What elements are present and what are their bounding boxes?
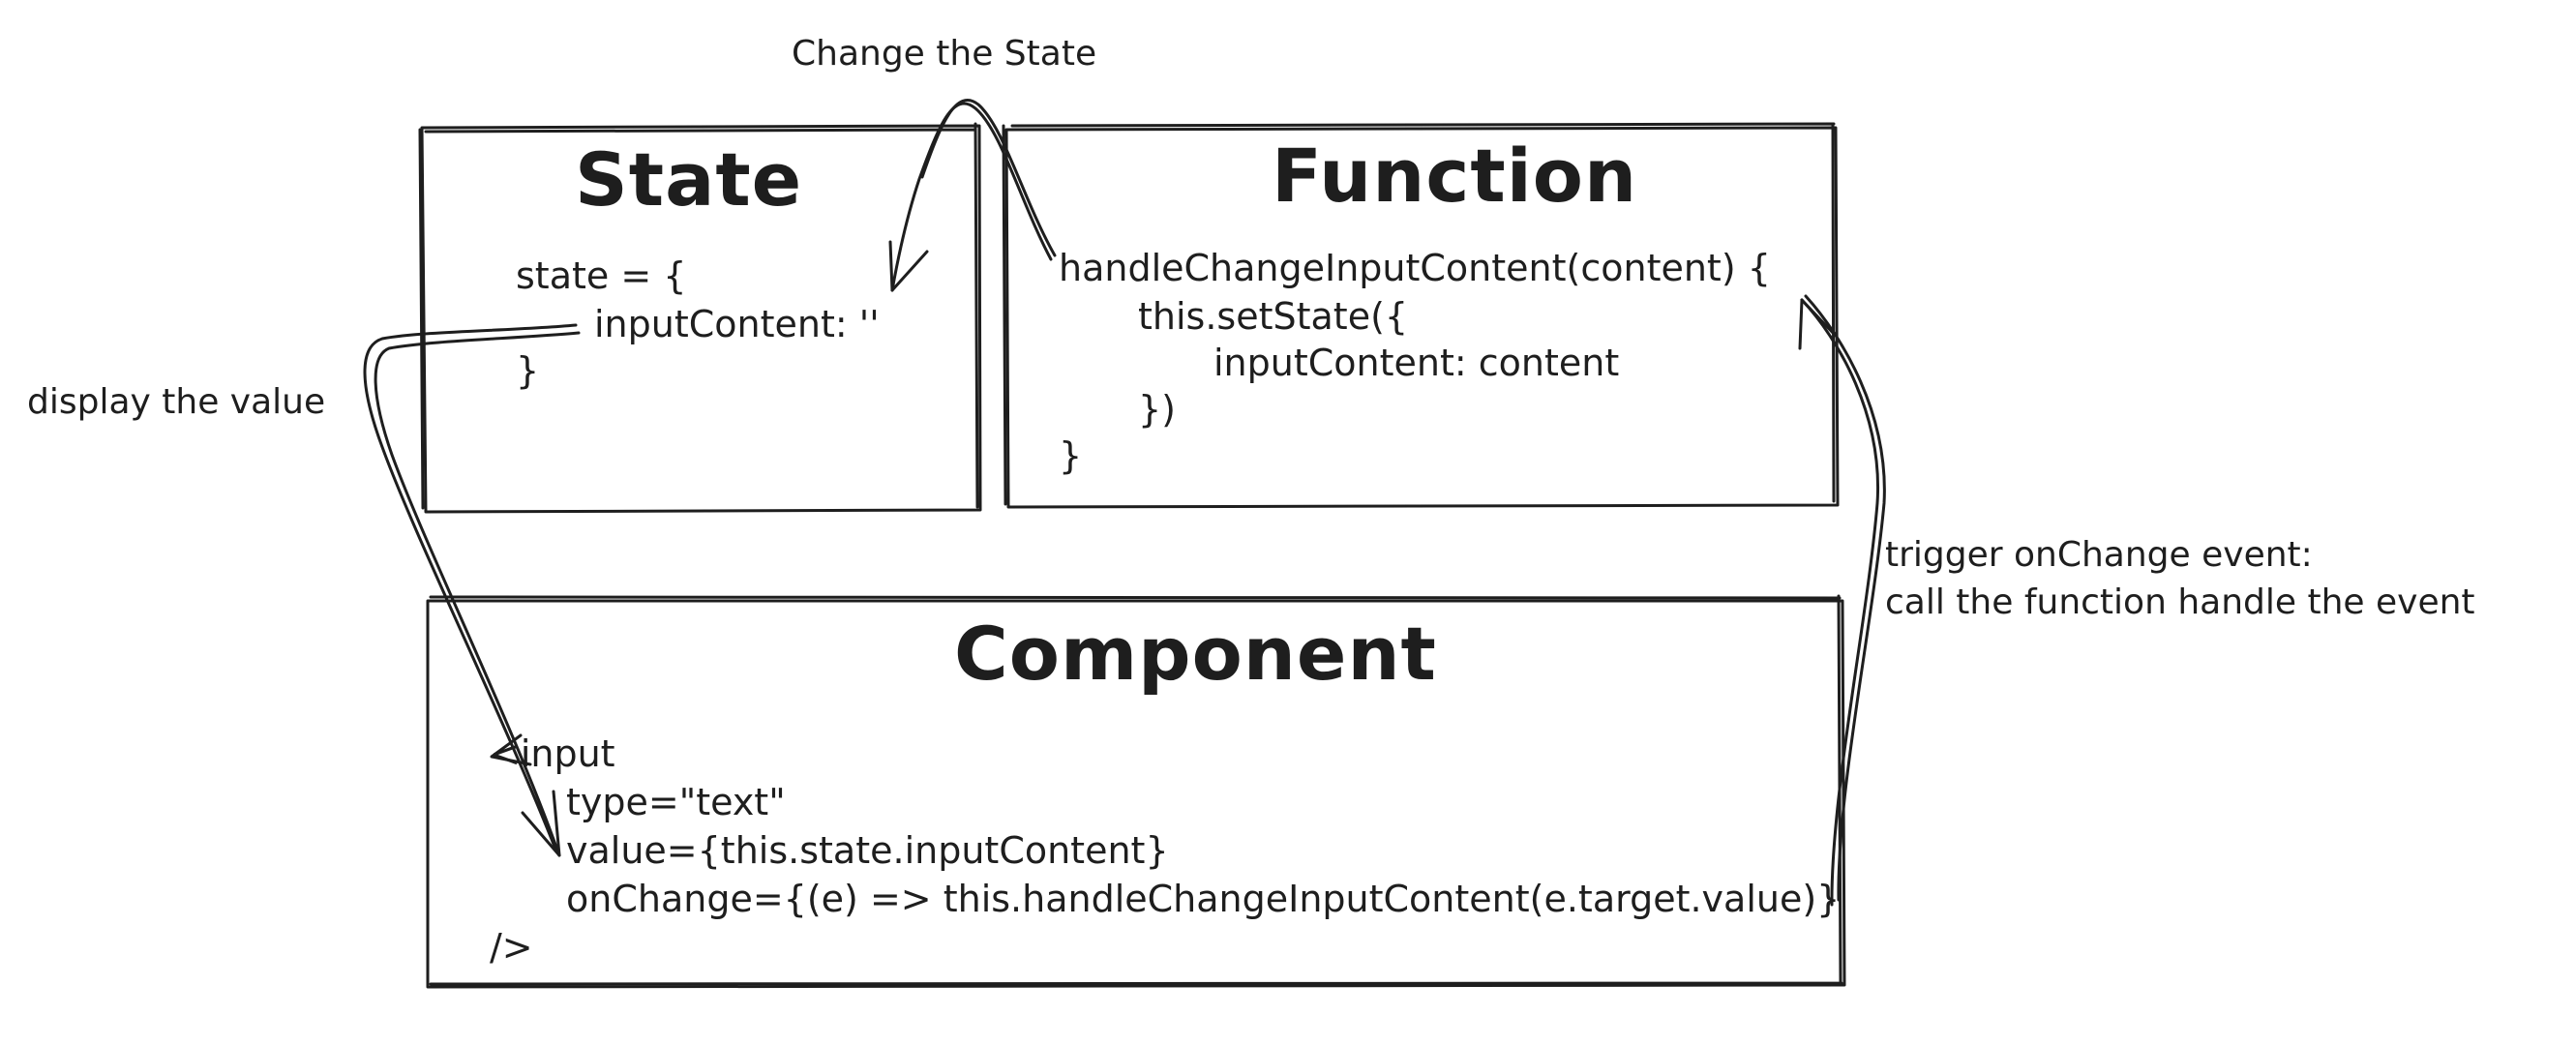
component-code-line-3: value={this.state.inputContent} bbox=[566, 829, 1169, 872]
state-code-line-3: } bbox=[516, 349, 540, 392]
state-box bbox=[418, 122, 982, 514]
component-title: Component bbox=[954, 611, 1437, 697]
trigger-label-line1: trigger onChange event: bbox=[1885, 535, 2313, 575]
function-code-line-3: inputContent: content bbox=[1213, 342, 1620, 384]
component-code-line-1: <input bbox=[490, 732, 615, 775]
trigger-arrow bbox=[1798, 294, 1886, 907]
state-code-line-2: inputContent: '' bbox=[594, 303, 880, 345]
function-code-line-2: this.setState({ bbox=[1138, 295, 1409, 338]
display-value-arrow bbox=[363, 323, 581, 857]
component-box bbox=[426, 594, 1846, 989]
component-code-line-2: type="text" bbox=[566, 781, 786, 823]
function-code-line-5: } bbox=[1059, 434, 1083, 477]
function-box bbox=[1002, 122, 1840, 509]
state-title: State bbox=[575, 136, 803, 223]
component-code-line-5: /> bbox=[490, 926, 533, 969]
function-code-line-1: handleChangeInputContent(content) { bbox=[1059, 247, 1771, 289]
component-code-line-4: onChange={(e) => this.handleChangeInputC… bbox=[566, 878, 1841, 920]
change-state-label: Change the State bbox=[792, 34, 1097, 74]
trigger-label-line2: call the function handle the event bbox=[1885, 582, 2475, 622]
change-state-arrow bbox=[888, 99, 1057, 292]
function-title: Function bbox=[1272, 133, 1638, 219]
display-value-label: display the value bbox=[27, 382, 326, 422]
state-code-line-1: state = { bbox=[516, 254, 687, 297]
function-code-line-4: }) bbox=[1138, 388, 1177, 431]
